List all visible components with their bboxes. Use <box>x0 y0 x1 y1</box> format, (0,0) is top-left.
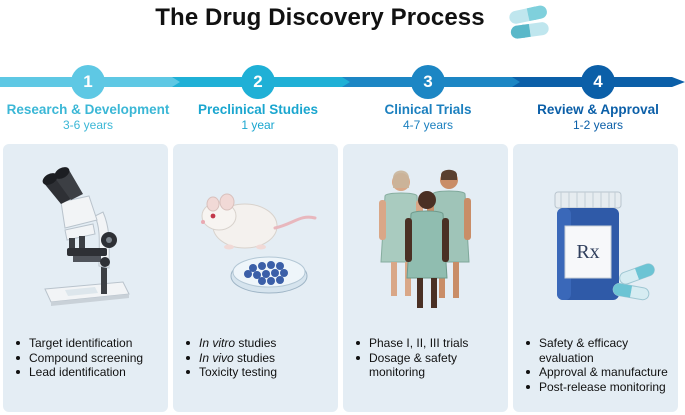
step-circle-1 <box>71 65 105 99</box>
rx-label: Rx <box>576 241 599 263</box>
list-item: Compound screening <box>15 350 144 365</box>
stage-title-3: Clinical Trials <box>384 102 472 117</box>
lab-mouse-petri-dish-icon <box>201 193 317 294</box>
stage-1-bullets: Target identification Compound screening… <box>3 336 143 380</box>
prescription-bottle-icon: Rx <box>554 191 655 301</box>
list-item: evaluation <box>539 350 594 365</box>
stage-title-1: Research & Development <box>6 102 170 117</box>
step-circle-4 <box>581 65 615 99</box>
step-number-1: 1 <box>83 72 93 91</box>
list-item: Dosage & safety <box>355 351 468 366</box>
stage-title-2: Preclinical Studies <box>197 102 319 117</box>
stage-duration-3: 4-7 years <box>402 118 454 132</box>
list-item: Lead identification <box>15 365 143 380</box>
step-number-4: 4 <box>593 72 603 91</box>
list-item: Safety & efficacy <box>526 336 668 351</box>
step-circle-3 <box>411 65 445 99</box>
stage-panel-2: In vitro studies In vivo studies Toxicit… <box>173 144 338 412</box>
list-item: Target identification <box>15 336 143 351</box>
stage-title-4: Review & Approval <box>537 102 659 117</box>
stage-duration-1: 3-6 years <box>62 118 114 132</box>
stage-4-bullets: Safety & efficacy evaluation Approval & … <box>513 336 668 394</box>
list-item: Phase I, II, III trials <box>355 336 469 350</box>
stage-3-bullets: Phase I, II, III trials Dosage & safety … <box>343 336 468 380</box>
process-arrow <box>0 65 685 99</box>
list-item: In vitro studies <box>185 336 277 350</box>
stage-duration-2: 1 year <box>241 118 275 132</box>
list-item: Toxicity testing <box>185 365 278 379</box>
step-number-2: 2 <box>253 72 263 91</box>
list-item: monitoring <box>369 365 426 379</box>
list-item: In vivo studies <box>185 350 276 365</box>
stage-panel-4: Rx Safety & efficacy evaluation Approval… <box>513 144 678 412</box>
patients-icon <box>379 169 471 308</box>
stage-panel-1: Target identification Compound screening… <box>3 144 168 412</box>
step-circle-2 <box>241 65 275 99</box>
list-item: Post-release monitoring <box>526 380 668 395</box>
page-title: The Drug Discovery Process <box>155 4 485 31</box>
step-number-3: 3 <box>423 72 433 91</box>
capsules-icon <box>509 5 549 39</box>
list-item: Approval & manufacture <box>526 365 668 379</box>
stage-duration-4: 1-2 years <box>572 118 624 132</box>
stage-2-bullets: In vitro studies In vivo studies Toxicit… <box>173 336 277 380</box>
microscope-icon <box>42 167 130 306</box>
stage-panel-3: Phase I, II, III trials Dosage & safety … <box>343 144 508 412</box>
